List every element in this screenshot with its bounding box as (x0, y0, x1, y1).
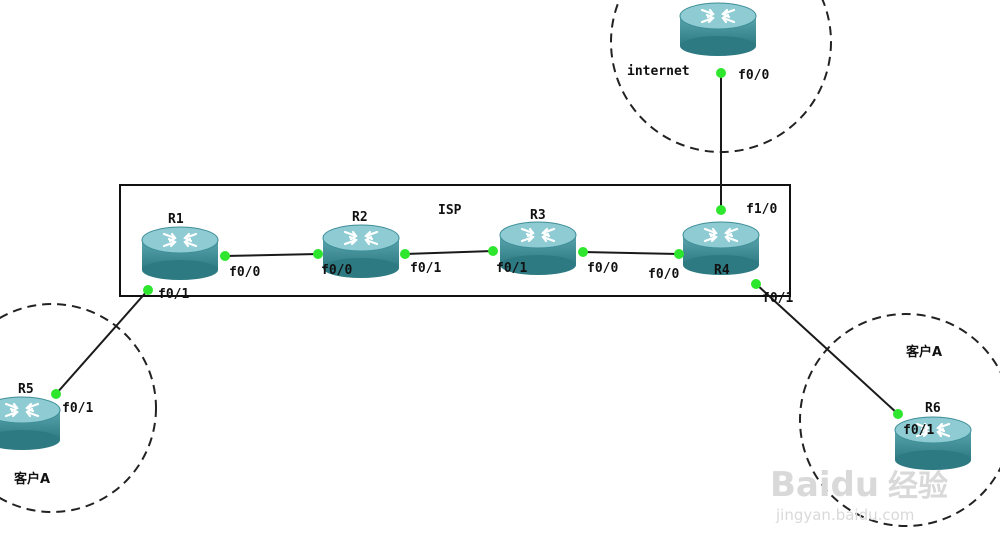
iface-r4-f01: f0/1 (762, 291, 793, 306)
router-r5-label: R5 (18, 382, 34, 397)
link-r4-r6 (755, 283, 899, 415)
port-dot (143, 285, 153, 295)
iface-r2-f00: f0/0 (321, 263, 352, 278)
baidu-watermark: Baidu 经验 jingyan.baidu.com (770, 465, 948, 524)
customer-a-left-label: 客户A (14, 471, 50, 487)
isp-boundary (119, 184, 791, 297)
port-dot (400, 249, 410, 259)
iface-r5-f01: f0/1 (62, 401, 93, 416)
customer-a-right-zone (799, 313, 1000, 527)
watermark-suffix: 经验 (888, 469, 948, 504)
iface-r4-f10: f1/0 (746, 202, 777, 217)
isp-label: ISP (438, 203, 462, 218)
port-dot (51, 389, 61, 399)
iface-r1-f00: f0/0 (229, 265, 260, 280)
router-r5-icon[interactable] (0, 395, 62, 452)
router-r4-label: R4 (714, 263, 730, 278)
port-dot (313, 249, 323, 259)
customer-a-left-zone (0, 303, 157, 513)
customer-a-right-label: 客户A (906, 344, 942, 360)
link-r1-r5 (55, 289, 149, 395)
watermark-url: jingyan.baidu.com (775, 506, 914, 524)
iface-r6-f01: f0/1 (903, 423, 934, 438)
port-dot (893, 409, 903, 419)
iface-r3-f00: f0/0 (587, 261, 618, 276)
link-r2-r3 (404, 250, 494, 255)
iface-r1-f01: f0/1 (158, 287, 189, 302)
port-dot (488, 246, 498, 256)
port-dot (716, 205, 726, 215)
link-r3-r4 (582, 251, 680, 255)
port-dot (220, 251, 230, 261)
router-internet-icon[interactable] (678, 1, 758, 58)
links (55, 73, 899, 415)
router-internet-label: internet (627, 64, 690, 79)
iface-internet-f00: f0/0 (738, 68, 769, 83)
router-r2-label: R2 (352, 210, 368, 225)
port-dot (751, 279, 761, 289)
iface-r2-f01: f0/1 (410, 261, 441, 276)
router-r6-label: R6 (925, 401, 941, 416)
port-dot (674, 249, 684, 259)
iface-r4-f00: f0/0 (648, 267, 679, 282)
port-dot (578, 247, 588, 257)
watermark-brand: Baidu (770, 465, 879, 505)
router-r1-label: R1 (168, 212, 184, 227)
port-dot (716, 68, 726, 78)
port-dots (51, 68, 903, 419)
iface-r3-f01: f0/1 (496, 261, 527, 276)
router-r3-label: R3 (530, 208, 546, 223)
router-r1-icon[interactable] (140, 225, 220, 282)
link-r1-r2 (224, 253, 319, 257)
